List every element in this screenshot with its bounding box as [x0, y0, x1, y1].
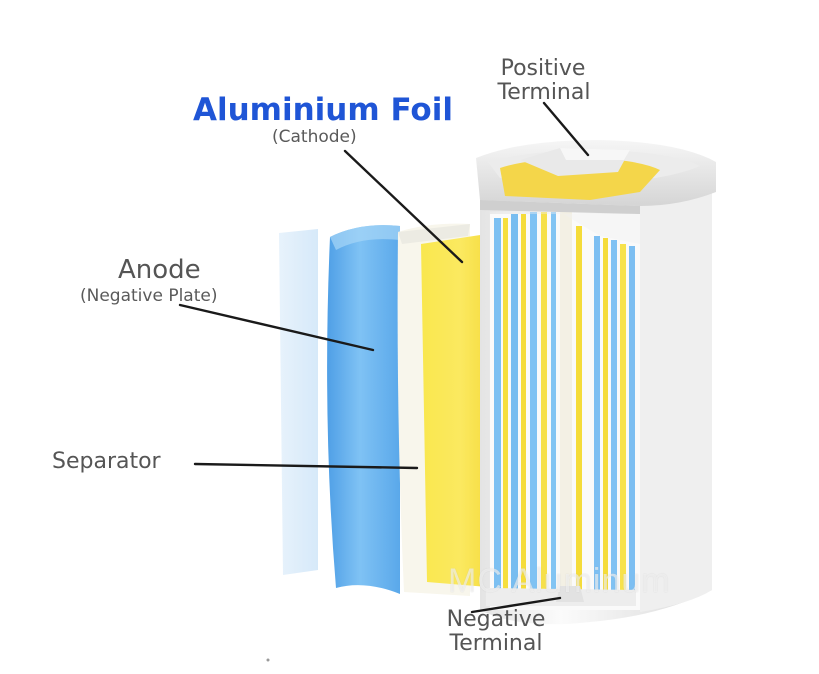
battery-core-layers: [490, 212, 640, 610]
outer-separator-sheet: [279, 229, 318, 575]
positive-terminal-line1: Positive: [488, 58, 598, 80]
positive-terminal-line2: Terminal: [484, 82, 604, 104]
anode-plate: [327, 225, 400, 594]
negative-terminal-line1: Negative: [436, 609, 556, 631]
aluminium-foil-subtitle: (Cathode): [272, 129, 357, 146]
anode-subtitle: (Negative Plate): [80, 288, 217, 305]
corner-dot: [267, 659, 270, 662]
watermark: MC Aluminum: [448, 562, 671, 601]
anode-title: Anode: [118, 257, 201, 283]
separator-label: Separator: [52, 451, 161, 473]
aluminium-foil-title: Aluminium Foil: [193, 95, 453, 126]
negative-terminal-line2: Terminal: [436, 633, 556, 655]
